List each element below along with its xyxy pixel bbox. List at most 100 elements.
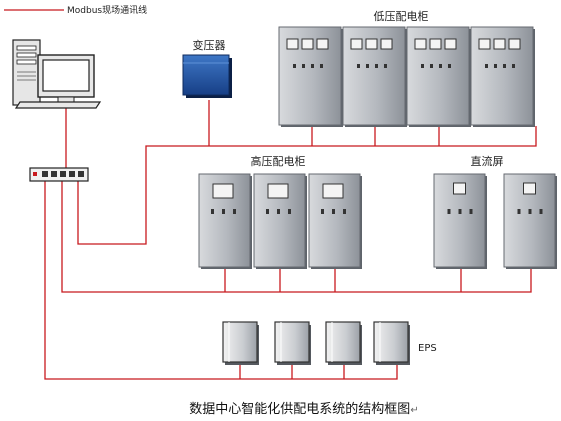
meter-icon <box>365 38 378 50</box>
indicator-icon <box>357 64 360 68</box>
dc-screen-cabinet-1 <box>433 173 487 269</box>
indicator-icon <box>332 209 335 214</box>
indicator-icon <box>512 64 515 68</box>
switch-port <box>42 171 48 177</box>
dc-screen-label: 直流屏 <box>471 154 504 168</box>
indicator-icon <box>528 209 532 214</box>
indicator-icon <box>277 209 280 214</box>
transformer: 变压器 <box>182 38 232 98</box>
meter-icon <box>478 38 491 50</box>
dc-screen-cabinet-2 <box>503 173 557 269</box>
caption-return-mark: ↵ <box>410 405 418 416</box>
eps-body <box>325 321 361 363</box>
indicator-icon <box>343 209 346 214</box>
indicator-icon <box>302 64 305 68</box>
meter-icon <box>493 38 506 50</box>
transformer-label: 变压器 <box>193 38 226 52</box>
display-icon <box>267 183 289 199</box>
low-voltage-cabinet-4 <box>470 26 535 127</box>
indicator-icon <box>448 64 451 68</box>
eps-unit-1 <box>222 321 259 365</box>
high-voltage-cabinet-3 <box>308 173 362 269</box>
switch-led <box>33 172 37 176</box>
eps-body <box>222 321 258 363</box>
eps-label: EPS <box>418 343 437 354</box>
indicator-icon <box>517 209 521 214</box>
eps-group: EPS <box>222 321 437 365</box>
indicator-icon <box>233 209 236 214</box>
eps-unit-2 <box>274 321 311 365</box>
wire-eps-bus <box>44 181 398 380</box>
indicator-icon <box>222 209 225 214</box>
high-voltage-label: 高压配电柜 <box>251 154 306 168</box>
high-voltage-cabinet-2 <box>253 173 307 269</box>
display-icon <box>322 183 344 199</box>
monitor-screen <box>42 59 90 92</box>
low-voltage-cabinet-group: 低压配电柜 <box>278 10 535 127</box>
computer-icon <box>12 39 102 109</box>
switch-port <box>78 171 84 177</box>
eps-unit-4 <box>373 321 410 365</box>
indicator-icon <box>469 209 473 214</box>
tower-drive <box>16 45 37 51</box>
indicator-icon <box>503 64 506 68</box>
indicator-icon <box>293 64 296 68</box>
eps-body <box>274 321 310 363</box>
monitor-stand <box>57 96 75 103</box>
switch-port <box>60 171 66 177</box>
meter-icon <box>444 38 457 50</box>
indicator-icon <box>494 64 497 68</box>
indicator-icon <box>430 64 433 68</box>
indicator-icon <box>320 64 323 68</box>
meter-icon <box>414 38 427 50</box>
keyboard <box>14 101 102 109</box>
modbus-wires <box>44 100 537 380</box>
switch-port <box>51 171 57 177</box>
low-voltage-cabinet-2 <box>342 26 407 127</box>
indicator-icon <box>375 64 378 68</box>
eps-unit-3 <box>325 321 362 365</box>
switch-port <box>69 171 75 177</box>
high-voltage-cabinet-group: 高压配电柜 <box>198 154 362 269</box>
caption-text: 数据中心智能化供配电系统的结构框图 <box>189 401 410 417</box>
low-voltage-cabinet-1 <box>278 26 343 127</box>
transformer-body <box>182 54 230 96</box>
legend: Modbus现场通讯线 <box>4 4 147 16</box>
diagram-caption: 数据中心智能化供配电系统的结构框图↵ <box>189 401 418 417</box>
meter-icon <box>523 182 536 195</box>
indicator-icon <box>321 209 324 214</box>
indicator-icon <box>288 209 291 214</box>
indicator-icon <box>447 209 451 214</box>
indicator-icon <box>366 64 369 68</box>
network-switch-icon <box>29 167 89 182</box>
meter-icon <box>453 182 466 195</box>
indicator-icon <box>439 64 442 68</box>
indicator-icon <box>539 209 543 214</box>
meter-icon <box>380 38 393 50</box>
meter-icon <box>350 38 363 50</box>
legend-label: Modbus现场通讯线 <box>67 4 147 16</box>
indicator-icon <box>266 209 269 214</box>
tower-drive <box>16 52 37 58</box>
indicator-icon <box>384 64 387 68</box>
meter-icon <box>429 38 442 50</box>
wire-high-voltage-bus <box>61 181 532 293</box>
wire-low-voltage-bus <box>77 126 537 245</box>
high-voltage-cabinet-1 <box>198 173 252 269</box>
display-icon <box>212 183 234 199</box>
eps-body <box>373 321 409 363</box>
low-voltage-label: 低压配电柜 <box>374 10 429 23</box>
meter-icon <box>286 38 299 50</box>
indicator-icon <box>458 209 462 214</box>
indicator-icon <box>485 64 488 68</box>
indicator-icon <box>311 64 314 68</box>
low-voltage-cabinet-3 <box>406 26 471 127</box>
dc-screen-group: 直流屏 <box>433 154 557 269</box>
meter-icon <box>508 38 521 50</box>
indicator-icon <box>421 64 424 68</box>
meter-icon <box>316 38 329 50</box>
tower-drive <box>16 59 37 65</box>
indicator-icon <box>211 209 214 214</box>
